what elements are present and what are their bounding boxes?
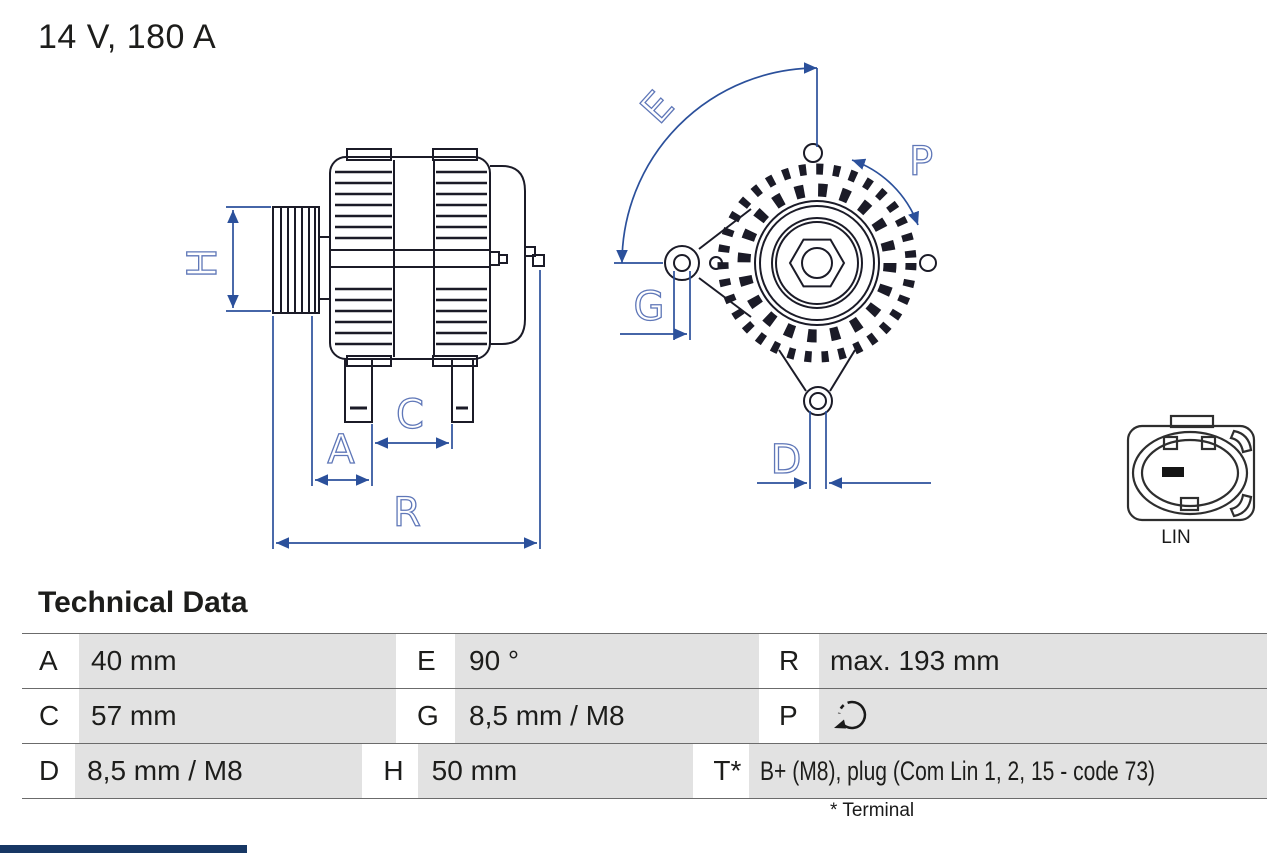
dim-key-E: E — [396, 634, 455, 688]
dim-value-C: 57 mm — [79, 689, 396, 743]
dim-key-T: T* — [693, 744, 750, 798]
shaft-nut — [788, 238, 846, 288]
terminal-footnote: * Terminal — [830, 800, 915, 821]
dim-key-G: G — [396, 689, 455, 743]
technical-data-table: A 40 mm E 90 ° R max. 193 mm C 57 mm G 8… — [22, 633, 1267, 799]
cooling-fins — [335, 170, 487, 346]
dim-label-E: E — [632, 83, 683, 133]
terminal-stud — [532, 254, 545, 267]
right-lug-hole — [919, 254, 937, 272]
bottom-lug — [778, 349, 856, 416]
dimension-lines — [226, 62, 931, 549]
dim-value-H: 50 mm — [417, 744, 694, 798]
connector-label: LIN — [1161, 527, 1191, 548]
dim-key-C: C — [22, 689, 79, 743]
shaft-hub — [318, 236, 331, 300]
alternator-front-view — [664, 143, 937, 416]
dim-value-P — [819, 689, 1267, 743]
dim-label-D: D — [771, 437, 802, 483]
top-lug-hole — [803, 143, 823, 163]
pulley — [272, 206, 320, 314]
page-title: 14 V, 180 A — [38, 18, 217, 56]
housing-body — [329, 156, 491, 360]
dim-label-C: C — [396, 392, 424, 438]
table-row: D 8,5 mm / M8 H 50 mm T* B+ (M8), plug (… — [22, 743, 1267, 798]
connector-pin — [1162, 467, 1184, 477]
terminal-stud — [524, 246, 536, 257]
dim-key-P: P — [759, 689, 819, 743]
dim-label-A: A — [327, 427, 355, 473]
technical-data-heading: Technical Data — [38, 586, 248, 619]
footer-accent-bar — [0, 845, 247, 853]
outer-teeth-ring — [717, 163, 917, 363]
dim-value-G: 8,5 mm / M8 — [455, 689, 759, 743]
dim-value-R: max. 193 mm — [819, 634, 1267, 688]
technical-drawing: H A C R E G P D LIN — [179, 62, 1256, 549]
lin-connector-diagram — [1126, 414, 1256, 522]
mounting-ear — [664, 208, 752, 318]
alternator-side-view — [272, 148, 545, 423]
dim-value-E: 90 ° — [455, 634, 759, 688]
mounting-feet — [344, 358, 474, 423]
dim-value-T: B+ (M8), plug (Com Lin 1, 2, 15 - code 7… — [749, 744, 1267, 798]
dim-label-G: G — [634, 284, 665, 330]
dim-key-D: D — [22, 744, 76, 798]
dimension-labels: H A C R E G P D — [179, 82, 933, 536]
dim-key-A: A — [22, 634, 79, 688]
table-row: A 40 mm E 90 ° R max. 193 mm — [22, 633, 1267, 688]
vent-slot-ring — [737, 183, 897, 343]
dim-key-R: R — [759, 634, 819, 688]
terminal-spec-text: B+ (M8), plug (Com Lin 1, 2, 15 - code 7… — [760, 755, 1156, 786]
dim-label-H: H — [180, 248, 226, 278]
dim-label-P: P — [909, 139, 933, 185]
rotation-direction-icon — [834, 700, 867, 730]
dim-value-A: 40 mm — [79, 634, 396, 688]
dim-value-D: 8,5 mm / M8 — [75, 744, 363, 798]
table-row: C 57 mm G 8,5 mm / M8 P — [22, 688, 1267, 743]
dim-label-R: R — [393, 490, 421, 536]
dim-key-H: H — [362, 744, 418, 798]
